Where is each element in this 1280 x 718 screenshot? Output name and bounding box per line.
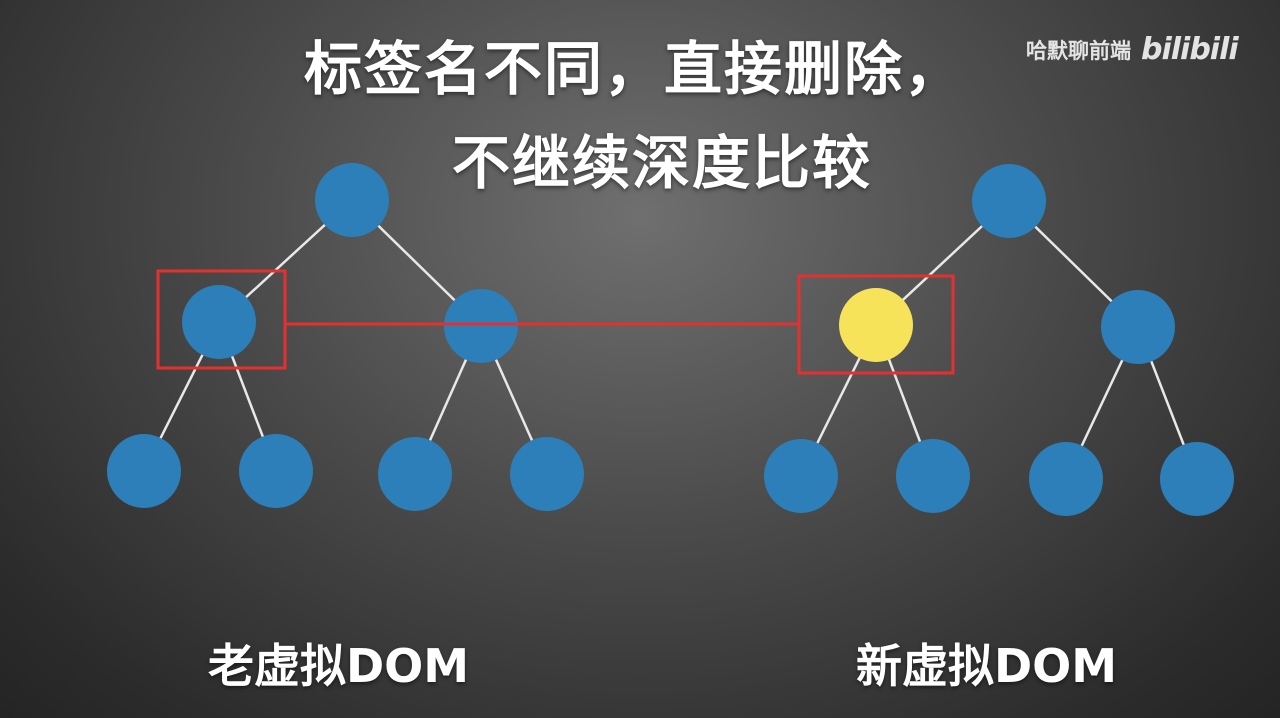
watermark: 哈默聊前端 bilibili — [1026, 32, 1239, 67]
old-right-child-node — [444, 289, 518, 363]
old-left-child-node — [182, 285, 256, 359]
old-node-highlight-box — [156, 269, 287, 370]
old-tree-label: 老虚拟DOM — [208, 639, 470, 693]
old-root-node — [315, 163, 389, 237]
new-right-child-node — [1101, 290, 1175, 364]
new-leaf-node — [1160, 442, 1234, 516]
new-leaf-node — [764, 439, 838, 513]
old-leaf-node — [239, 434, 313, 508]
new-leaf-node — [896, 439, 970, 513]
new-leaf-node — [1029, 442, 1103, 516]
old-tree-nodes — [107, 163, 584, 511]
comparison-highlight — [156, 269, 955, 375]
old-leaf-node — [510, 437, 584, 511]
old-leaf-node — [107, 434, 181, 508]
new-root-node — [972, 164, 1046, 238]
title-line-1: 标签名不同，直接删除， — [303, 35, 964, 103]
new-left-child-node-changed — [839, 288, 913, 362]
bilibili-logo: bilibili — [1141, 32, 1239, 67]
new-tree-label: 新虚拟DOM — [856, 639, 1118, 693]
new-tree-nodes — [764, 164, 1234, 516]
old-leaf-node — [378, 437, 452, 511]
title-line-2: 不继续深度比较 — [451, 129, 872, 197]
channel-name: 哈默聊前端 — [1026, 38, 1131, 63]
